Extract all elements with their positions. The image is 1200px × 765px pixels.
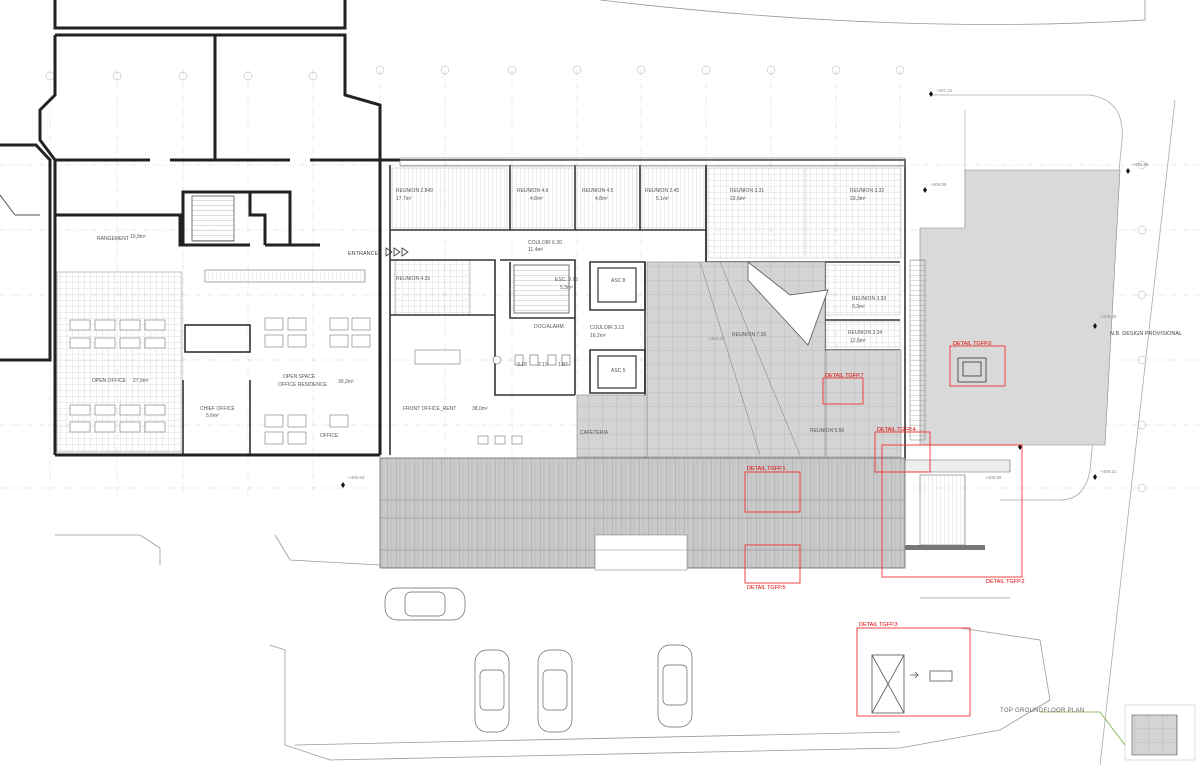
entrance-arrows-icon (385, 247, 409, 257)
left-wing-outline (0, 194, 40, 216)
label-reunion-c: REUNION 4.5 (582, 188, 614, 194)
label-reunion-e: REUNION 3.31 (730, 188, 764, 194)
label-reunion-b-area: 4,8m² (530, 196, 543, 202)
room-labels: RANGEMENT 10,9m² ENTRANCE OPEN OFFICE 27… (92, 188, 886, 439)
svg-text:+405.95: +405.95 (930, 182, 947, 187)
label-wc1: 3.18 (517, 362, 527, 368)
label-office-residence-area: 30,2m² (338, 379, 354, 385)
level-labels: +407.31 +406.89 +406.21 +406.60 +405.63 … (348, 88, 1149, 480)
detail-tgfp-6-label: DETAIL TGFP.6 (953, 341, 992, 347)
detail-tgfp-1-label: DETAIL TGFP.1 (747, 466, 786, 472)
label-reunion-g-area: 9,3m² (852, 304, 865, 310)
label-reunion-a: REUNION 2.849 (396, 188, 433, 194)
desks (69, 269, 523, 445)
detail-callouts (744, 345, 1023, 717)
terrace (379, 457, 906, 571)
label-front-office: FRONT OFFICE_RENT (403, 406, 456, 412)
detail-labels: DETAIL TGFP.6 DETAIL TGFP.7 DETAIL TGFP.… (747, 341, 1025, 628)
car-horizontal (384, 587, 466, 621)
label-reunion-b: REUNION 4.6 (517, 188, 549, 194)
key-plan-thumbnail (1040, 704, 1196, 761)
label-front-office-area: 38,0m² (472, 406, 488, 412)
label-reunion-c-area: 4,8m² (595, 196, 608, 202)
car-3 (657, 644, 693, 728)
svg-text:+406.30: +406.30 (708, 336, 725, 341)
staircase-existing (191, 195, 235, 242)
car-2 (537, 649, 573, 733)
detail-tgfp-4-label: DETAIL TGFP.4 (877, 427, 916, 433)
label-couloir-mid: COULOIR 3.13 (590, 325, 624, 331)
glass-atrium (576, 261, 902, 458)
label-asc-2: ASC 5 (611, 368, 626, 374)
svg-text:+405.88: +405.88 (985, 475, 1002, 480)
lift-2 (597, 355, 637, 389)
wc-fixtures (492, 354, 571, 366)
label-open-space: OPEN SPACE (283, 374, 316, 380)
label-entrance: ENTRANCE (348, 251, 379, 257)
label-cafeteria: CAFETERIA (580, 430, 609, 436)
detail-tgfp-2-label: DETAIL TGFP.2 (986, 579, 1025, 585)
label-couloir-mid-area: 16,2m² (590, 333, 606, 339)
car-1 (474, 649, 510, 733)
label-reunion-h-area: 12,6m² (850, 338, 866, 344)
label-reunion-e-area: 22,6m² (730, 196, 746, 202)
lift-1 (597, 267, 637, 303)
label-reunion-f: REUNION 3.32 (850, 188, 884, 194)
existing-building-walls (0, 0, 400, 457)
svg-text:+407.31: +407.31 (936, 88, 953, 93)
label-asc: ASC 8 (611, 278, 626, 284)
label-couloir-top-area: 11,4m² (528, 247, 544, 253)
ramp-area (904, 169, 1121, 550)
label-reunion-i: REUNION 4.35 (396, 276, 430, 282)
label-wc3: 1.87 (558, 362, 568, 368)
label-reunion-k: REUNION 5.56 (810, 428, 844, 434)
label-couloir-top: COULOIR 6.20 (528, 240, 562, 246)
detail-tgfp-5-label: DETAIL TGFP.5 (747, 585, 786, 591)
detail-tgfp-7-label: DETAIL TGFP.7 (825, 373, 864, 379)
label-doc-alarm: DOC/ALARM (534, 324, 564, 330)
label-open-office-area: 27,5m² (133, 378, 149, 384)
label-office: OFFICE (320, 433, 339, 439)
label-esc: ESC. 3.76 (555, 277, 578, 283)
svg-text:+406.89: +406.89 (1132, 162, 1149, 167)
label-reunion-d-area: 5,1m² (656, 196, 669, 202)
label-open-office: OPEN OFFICE (92, 378, 127, 384)
level-markers (341, 91, 1130, 488)
detail-object (957, 357, 987, 383)
label-wc2: 2.19 (538, 362, 548, 368)
small-hatch-room (394, 259, 471, 316)
label-reunion-j: REUNION 7.36 (732, 332, 766, 338)
detail-bin-store (871, 654, 953, 714)
label-reunion-d: REUNION 2.45 (645, 188, 679, 194)
core-staircase (513, 264, 570, 314)
label-reunion-a-area: 17,7m² (396, 196, 412, 202)
label-reunion-h: REUNION 3.34 (848, 330, 882, 336)
drawing-title: TOP GROUNDFLOOR PLAN (1000, 708, 1084, 714)
detail-tgfp-3-label: DETAIL TGFP.3 (859, 622, 898, 628)
site-kerbs (55, 534, 1051, 761)
label-reunion-g: REUNION 3.33 (852, 296, 886, 302)
label-rangement: RANGEMENT (97, 236, 129, 242)
label-office-residence: OFFICE RESIDENCE (278, 382, 328, 388)
label-rangement-area: 10,9m² (130, 234, 146, 240)
parked-cars (384, 587, 693, 733)
svg-text:+406.60: +406.60 (1100, 314, 1117, 319)
label-chief-office: CHIEF OFFICE (200, 406, 235, 412)
svg-text:+406.21: +406.21 (1100, 469, 1117, 474)
reunion-band (391, 157, 906, 348)
design-note: N.B. DESIGN PROVISIONAL (1110, 331, 1182, 337)
label-reunion-f-area: 20,3m² (850, 196, 866, 202)
label-esc-area: 5,3m² (560, 285, 573, 291)
svg-text:+405.63: +405.63 (348, 475, 365, 480)
label-chief-office-area: 5,6m² (206, 413, 219, 419)
